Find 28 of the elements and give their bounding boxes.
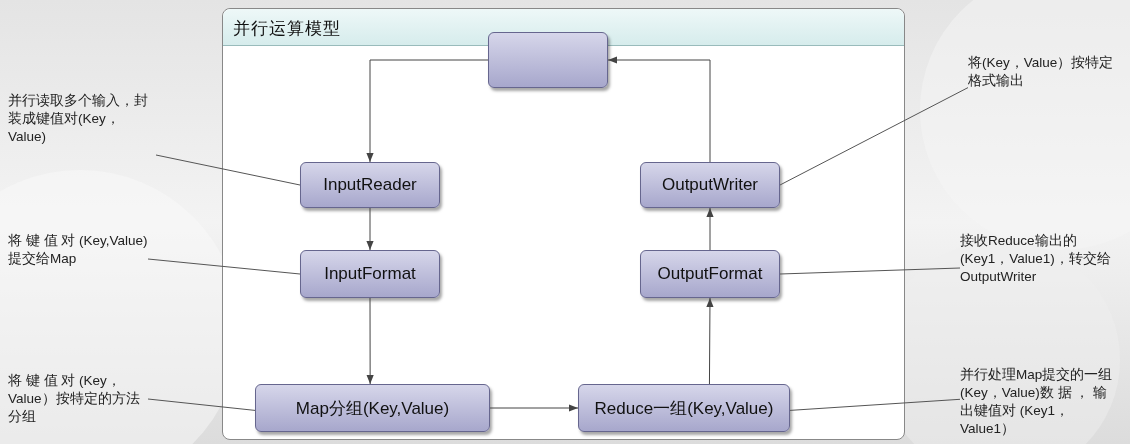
annotation-text: 接收Reduce输出的(Key1，Value1)，转交给OutputWriter — [960, 232, 1120, 292]
process-box: Map分组(Key,Value) — [255, 384, 490, 432]
process-box: InputReader — [300, 162, 440, 208]
panel-title: 并行运算模型 — [233, 18, 341, 40]
annotation-text: 将 键 值 对 (Key，Value）按特定的方法分组 — [8, 372, 148, 432]
diagram-panel — [222, 8, 905, 440]
process-box: Reduce一组(Key,Value) — [578, 384, 790, 432]
arrow — [706, 297, 714, 385]
leader-line — [147, 398, 256, 411]
leader-line — [155, 154, 301, 186]
leader-line — [779, 87, 969, 186]
leader-line — [147, 258, 301, 275]
annotation-text: 将 键 值 对 (Key,Value)提交给Map — [8, 232, 148, 292]
arrow — [366, 297, 374, 385]
leader-line — [779, 267, 961, 275]
arrow — [607, 56, 711, 163]
process-box: OutputFormat — [640, 250, 780, 298]
process-box: InputFormat — [300, 250, 440, 298]
arrow — [366, 59, 489, 163]
process-box — [488, 32, 608, 88]
arrow — [489, 404, 579, 412]
annotation-text: 将(Key，Value）按特定格式输出 — [968, 54, 1118, 110]
annotation-text: 并行读取多个输入，封装成键值对(Key，Value) — [8, 92, 156, 162]
leader-line — [789, 398, 961, 411]
process-box: OutputWriter — [640, 162, 780, 208]
arrow — [706, 207, 714, 251]
annotation-text: 并行处理Map提交的一组(Key，Value)数 据 ， 输出键值对 (Key1，Value1） — [960, 366, 1120, 440]
arrow — [366, 207, 374, 251]
